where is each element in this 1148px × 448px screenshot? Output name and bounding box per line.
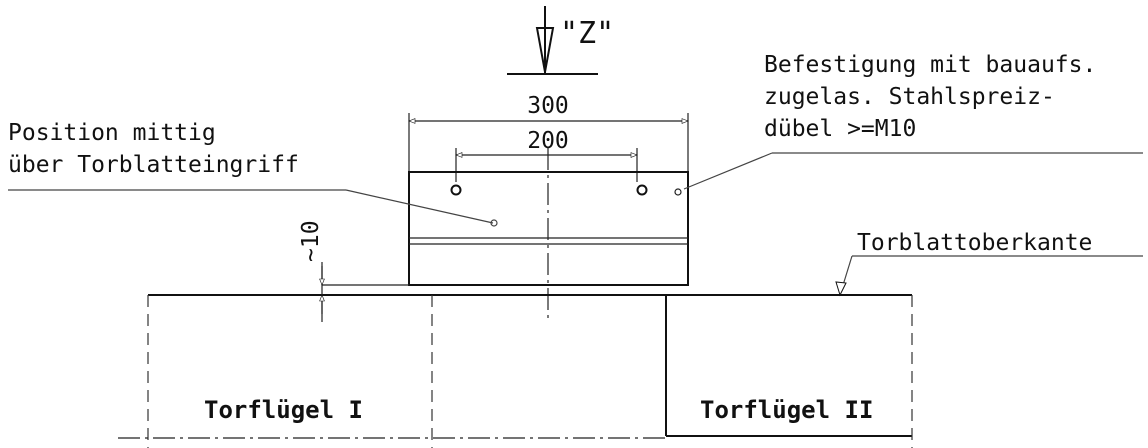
fixing-note-line2: zugelas. Stahlspreiz- <box>764 84 1055 110</box>
fixing-leader <box>683 152 1143 190</box>
position-note-line1: Position mittig <box>8 120 216 146</box>
dimension-200 <box>455 148 638 182</box>
top-edge-label: Torblattoberkante <box>857 230 1092 256</box>
door-leaf-outlines <box>118 295 913 448</box>
position-leader <box>8 189 498 227</box>
mounting-hole-left <box>450 184 462 196</box>
door-leaf-2-label: Torflügel II <box>700 396 873 424</box>
fixing-note-line3: dübel >=M10 <box>764 116 916 142</box>
view-direction-arrow <box>507 6 598 75</box>
mounting-hole-right <box>636 184 648 196</box>
dimension-300 <box>408 113 689 172</box>
mounting-hole-far-right <box>674 188 682 196</box>
gap-dimension-label: ~10 <box>298 220 324 262</box>
door-leaf-1-label: Torflügel I <box>204 396 363 424</box>
view-label: "Z" <box>560 16 614 51</box>
fixing-note-line1: Befestigung mit bauaufs. <box>764 52 1096 78</box>
top-edge-leader <box>835 255 1143 297</box>
dimension-300-label: 300 <box>527 93 569 119</box>
position-note-line2: über Torblatteingriff <box>8 152 299 178</box>
gap-dimension <box>319 262 409 322</box>
